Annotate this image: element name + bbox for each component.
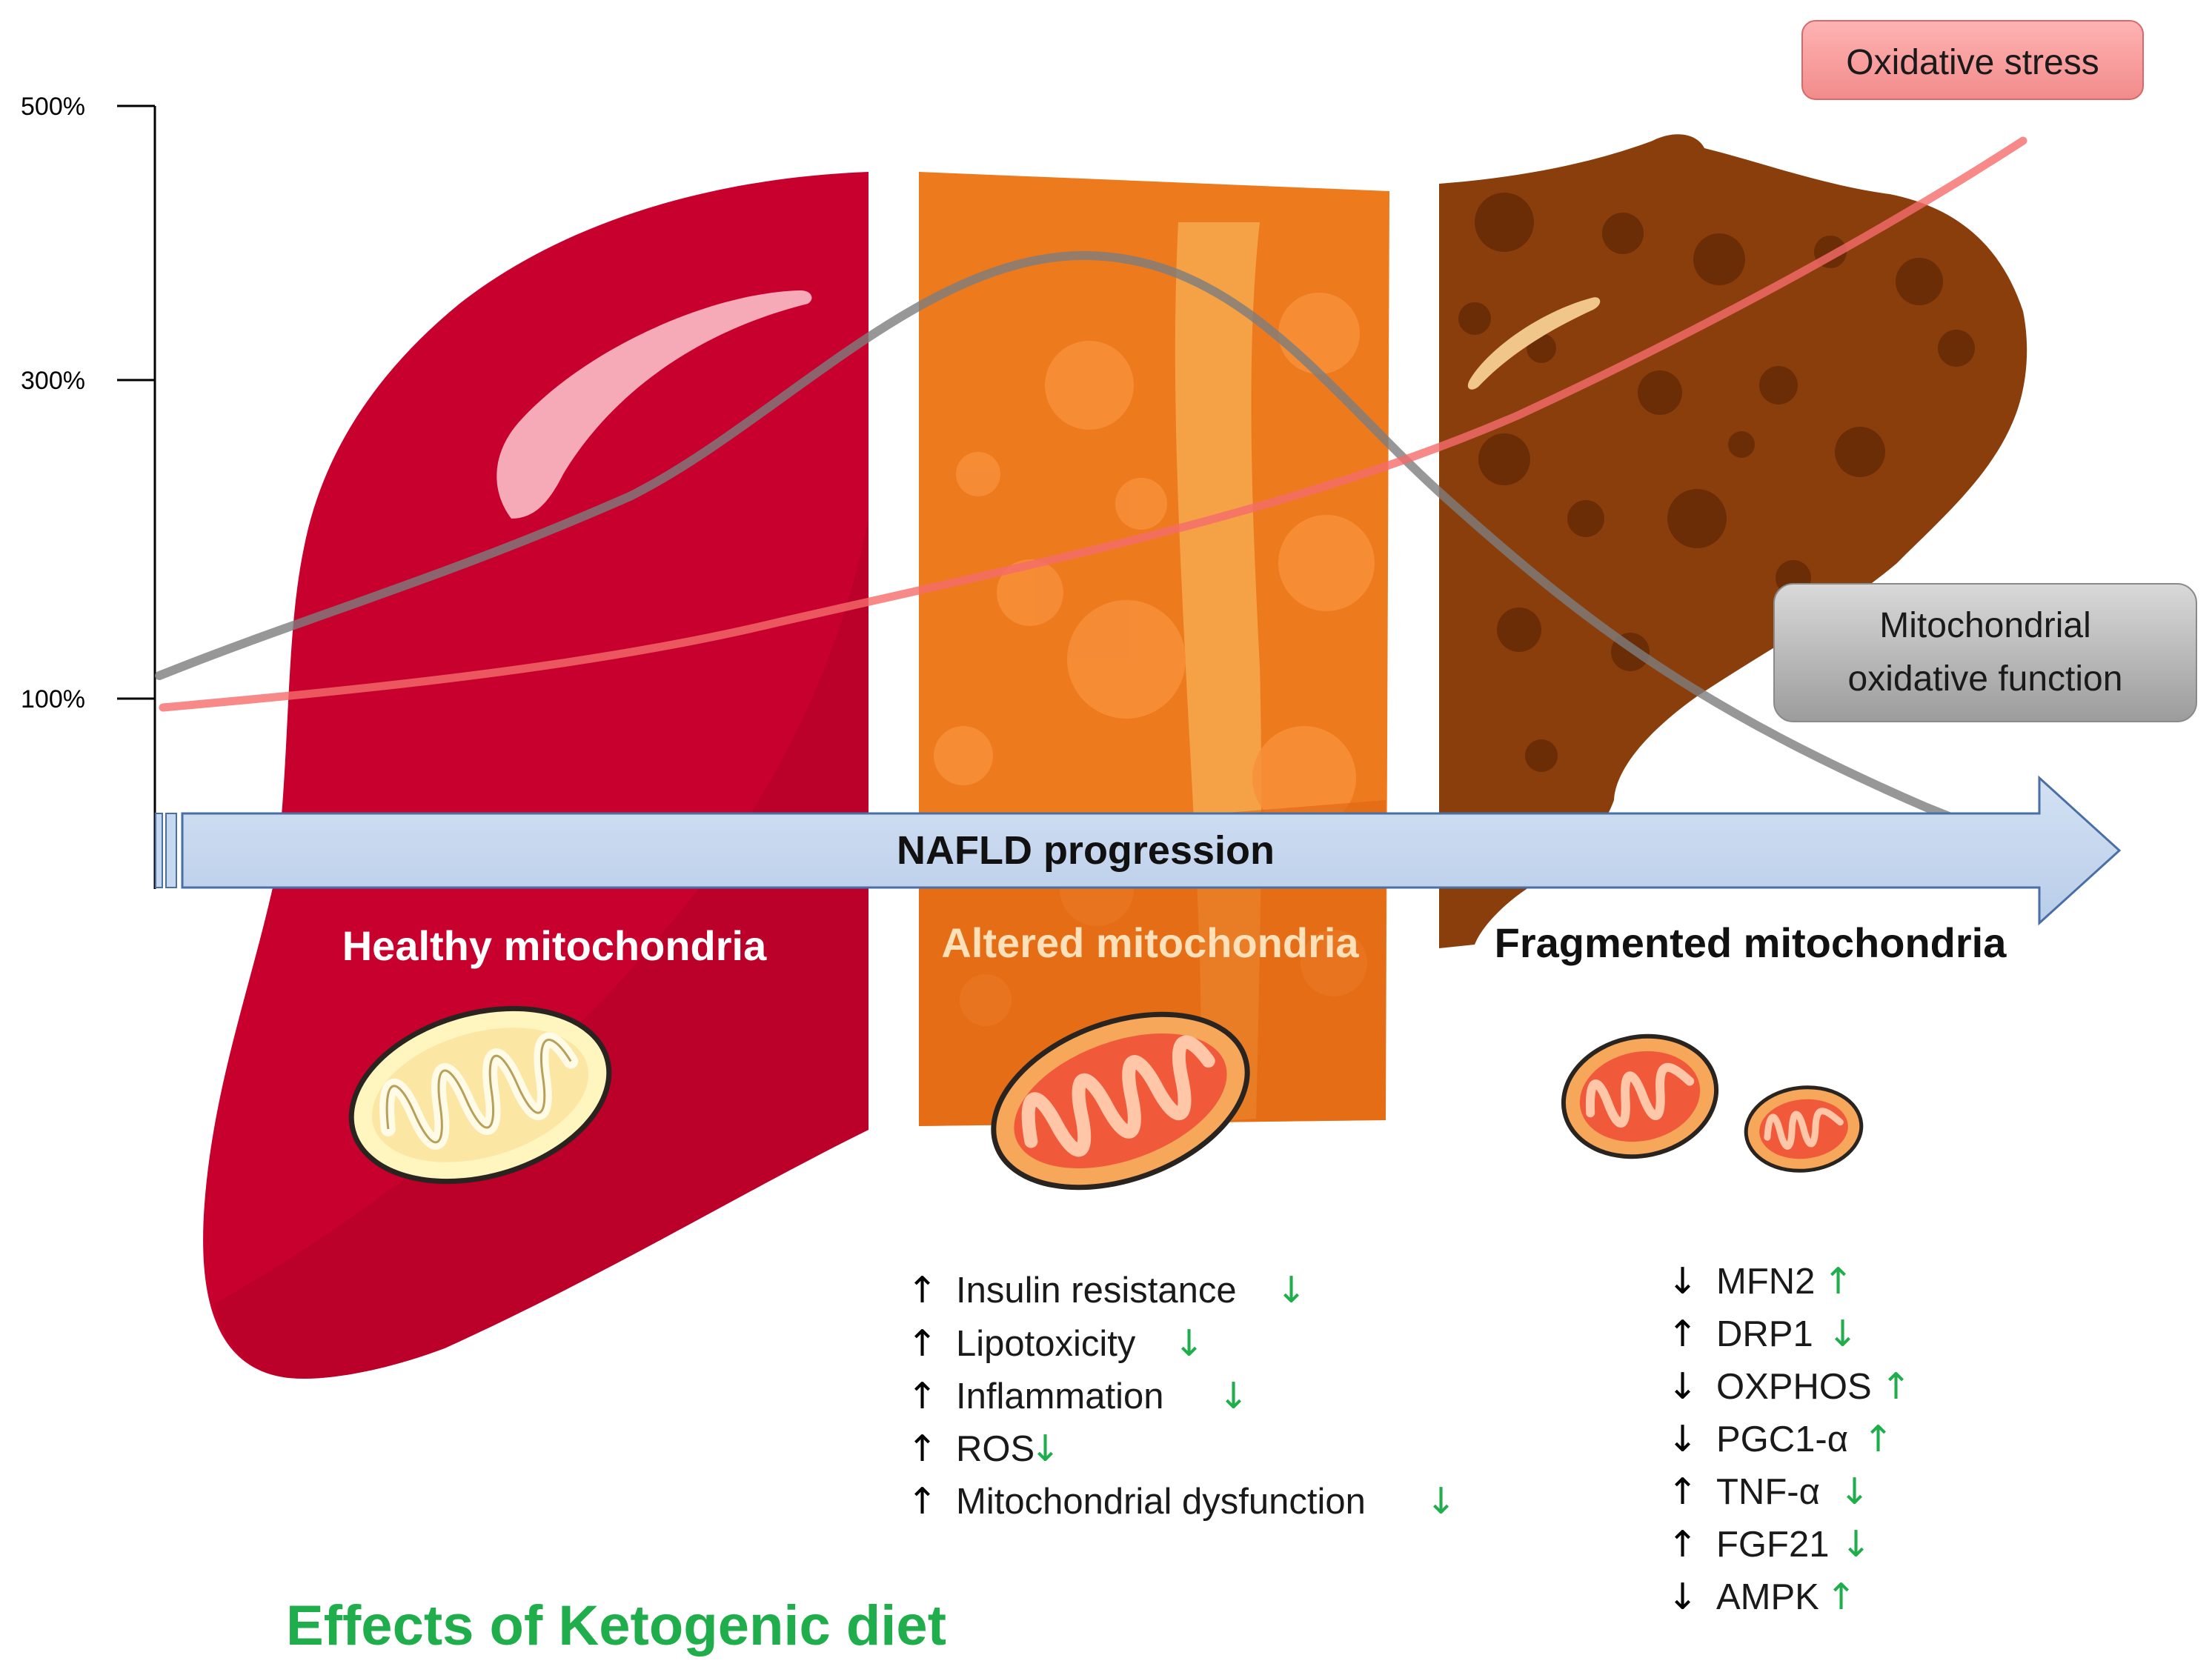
keto-effect-arrow-icon: ↓	[1218, 1375, 1249, 1417]
list-item: ↑ Inflammation ↓	[907, 1375, 1249, 1417]
effect-label: Insulin resistance	[956, 1271, 1237, 1311]
effect-label: ROS	[956, 1429, 1034, 1469]
list-item: ↑ ROS ↓	[907, 1428, 1060, 1470]
list-item: ↑ FGF21 ↓	[1667, 1523, 1871, 1565]
effect-direction-arrow-icon: ↑	[907, 1428, 937, 1470]
oxidative-stress-box-bg	[1801, 20, 2144, 100]
healthy-mitochondrion-icon	[348, 1005, 612, 1185]
footer-title: Effects of Ketogenic diet	[286, 1594, 946, 1657]
oxidative-stress-curve	[159, 136, 2027, 712]
list-item: ↓ AMPK ↑	[1667, 1576, 1856, 1618]
effect-direction-arrow-icon: ↑	[907, 1269, 937, 1311]
arrow-tail-bar-2	[165, 813, 177, 888]
effect-direction-arrow-icon: ↑	[1667, 1471, 1698, 1513]
y-axis: 500% 300% 100%	[21, 93, 156, 889]
list-item: ↓ MFN2 ↑	[1667, 1260, 1853, 1302]
stage-label-healthy: Healthy mitochondria	[342, 922, 767, 969]
altered-liver-lobe	[919, 172, 1389, 1126]
fragmented-liver-lobe	[1439, 134, 2027, 949]
list-item: ↑ Mitochondrial dysfunction ↓	[907, 1480, 1456, 1522]
mitochondrial-function-curve	[155, 250, 1968, 827]
list-item: ↓ OXPHOS ↑	[1667, 1365, 1911, 1408]
fragmented-mitochondrion-large-icon	[1561, 1033, 1719, 1159]
keto-effect-arrow-icon: ↓	[1030, 1428, 1060, 1470]
y-axis-tick-label-100: 100%	[21, 685, 85, 713]
effect-label: Mitochondrial dysfunction	[956, 1482, 1366, 1522]
keto-effect-arrow-icon: ↑	[1823, 1260, 1853, 1302]
nafld-progression-label: NAFLD progression	[897, 828, 1275, 873]
keto-effect-arrow-icon: ↓	[1841, 1523, 1871, 1565]
arrow-body	[181, 775, 2122, 926]
healthy-liver-shade	[215, 519, 868, 1379]
effect-direction-arrow-icon: ↑	[1667, 1523, 1698, 1565]
list-item: ↑ TNF-α ↓	[1667, 1471, 1870, 1513]
stage-label-fragmented: Fragmented mitochondria	[1495, 919, 2007, 966]
list-item: ↑ Insulin resistance ↓	[907, 1269, 1306, 1311]
effect-label: TNF-α	[1716, 1472, 1820, 1512]
keto-effect-arrow-icon: ↑	[1863, 1418, 1893, 1460]
effect-label: Inflammation	[956, 1376, 1164, 1416]
keto-effect-arrow-icon: ↓	[1827, 1313, 1858, 1355]
fragmented-liver-shape	[1439, 134, 2027, 949]
effect-label: FGF21	[1716, 1525, 1829, 1565]
mitochondrial-function-label-line1: Mitochondrial	[1879, 606, 2090, 645]
effect-direction-arrow-icon: ↓	[1667, 1418, 1698, 1460]
list-item: ↑ DRP1 ↓	[1667, 1313, 1858, 1355]
effect-label: DRP1	[1716, 1314, 1813, 1354]
mitochondrial-function-box-bg	[1773, 583, 2197, 722]
mitochondrial-function-box: Mitochondrial oxidative function	[1773, 583, 2197, 722]
arrow-tail-bar-1	[155, 813, 163, 888]
healthy-liver-highlight	[496, 290, 812, 519]
keto-effect-arrow-icon: ↓	[1174, 1322, 1204, 1365]
y-axis-tick-label-500: 500%	[21, 93, 85, 121]
effect-direction-arrow-icon: ↑	[907, 1322, 937, 1365]
fragmented-liver-highlight	[1467, 297, 1601, 390]
effect-label: PGC1-α	[1716, 1419, 1848, 1459]
keto-effect-arrow-icon: ↑	[1826, 1576, 1856, 1618]
altered-effects-list: ↑ Insulin resistance ↓ ↑ Lipotoxicity ↓ …	[907, 1269, 1456, 1522]
effect-direction-arrow-icon: ↓	[1667, 1260, 1698, 1302]
effect-direction-arrow-icon: ↑	[1667, 1313, 1698, 1355]
keto-effect-arrow-icon: ↑	[1881, 1365, 1911, 1408]
oxidative-stress-box: Oxidative stress	[1801, 20, 2144, 100]
effect-direction-arrow-icon: ↑	[907, 1375, 937, 1417]
mitochondrial-function-label-line2: oxidative function	[1848, 659, 2123, 699]
keto-effect-arrow-icon: ↓	[1839, 1471, 1870, 1513]
effect-label: MFN2	[1716, 1262, 1815, 1302]
effect-label: OXPHOS	[1716, 1367, 1872, 1407]
effect-direction-arrow-icon: ↑	[907, 1480, 937, 1522]
keto-effect-arrow-icon: ↓	[1276, 1269, 1306, 1311]
oxidative-stress-label: Oxidative stress	[1846, 43, 2099, 82]
stage-label-altered: Altered mitochondria	[941, 919, 1359, 966]
effect-direction-arrow-icon: ↓	[1667, 1365, 1698, 1408]
altered-mitochondrion-icon	[991, 1011, 1250, 1191]
keto-effect-arrow-icon: ↓	[1426, 1480, 1456, 1522]
y-axis-tick-label-300: 300%	[21, 367, 85, 395]
list-item: ↓ PGC1-α ↑	[1667, 1418, 1893, 1460]
nafld-progression-arrow: NAFLD progression	[155, 775, 2122, 926]
fragmented-mitochondrion-small-icon	[1744, 1085, 1864, 1173]
effect-label: AMPK	[1716, 1577, 1819, 1617]
effect-direction-arrow-icon: ↓	[1667, 1576, 1698, 1618]
fragmented-effects-list: ↓ MFN2 ↑ ↑ DRP1 ↓ ↓ OXPHOS ↑ ↓ PGC1-α ↑ …	[1667, 1260, 1911, 1618]
list-item: ↑ Lipotoxicity ↓	[907, 1322, 1204, 1365]
effect-label: Lipotoxicity	[956, 1324, 1136, 1364]
healthy-liver-lobe	[203, 172, 868, 1379]
